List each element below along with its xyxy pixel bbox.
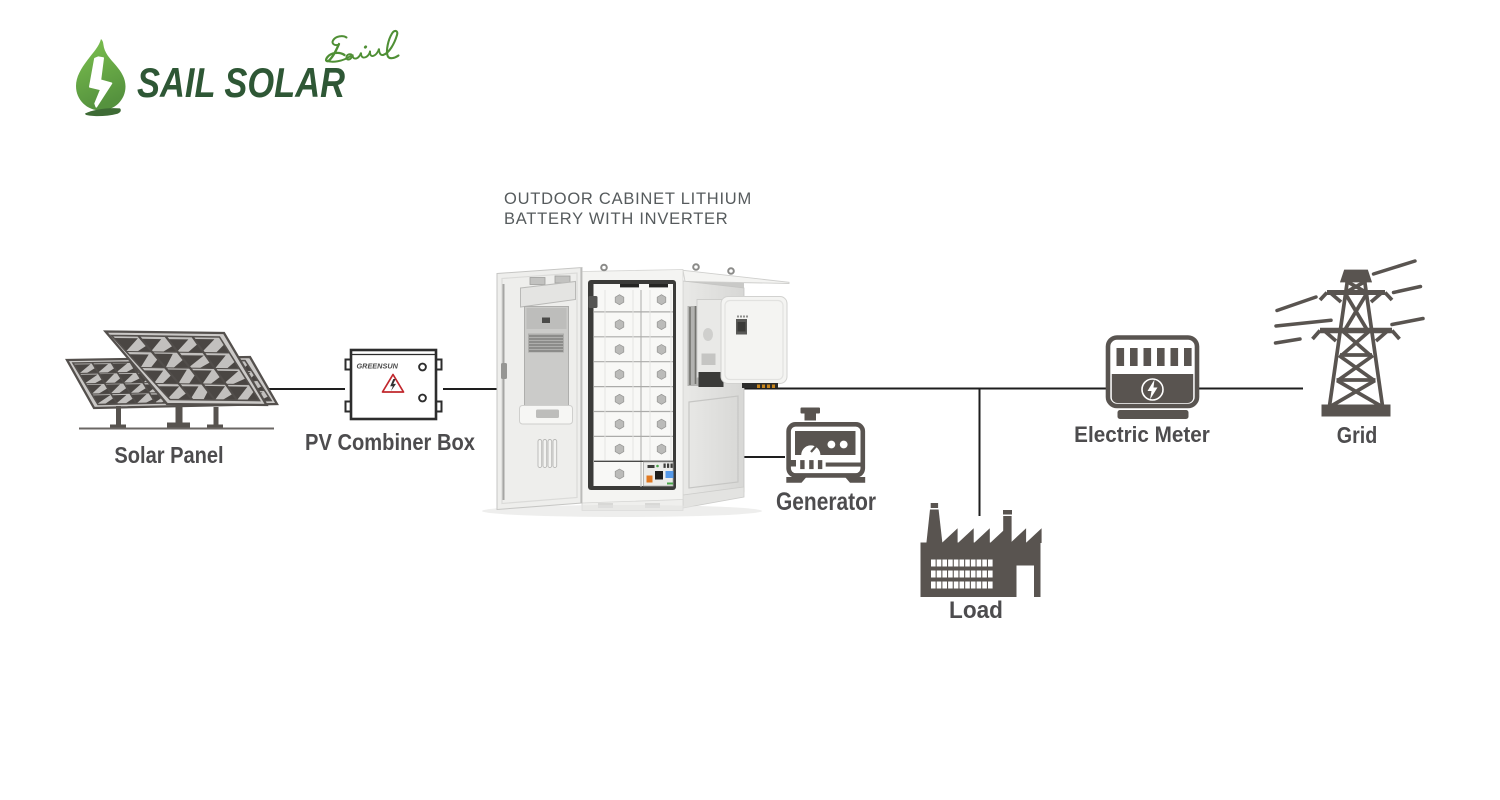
svg-text:GREENSUN: GREENSUN: [357, 362, 399, 371]
